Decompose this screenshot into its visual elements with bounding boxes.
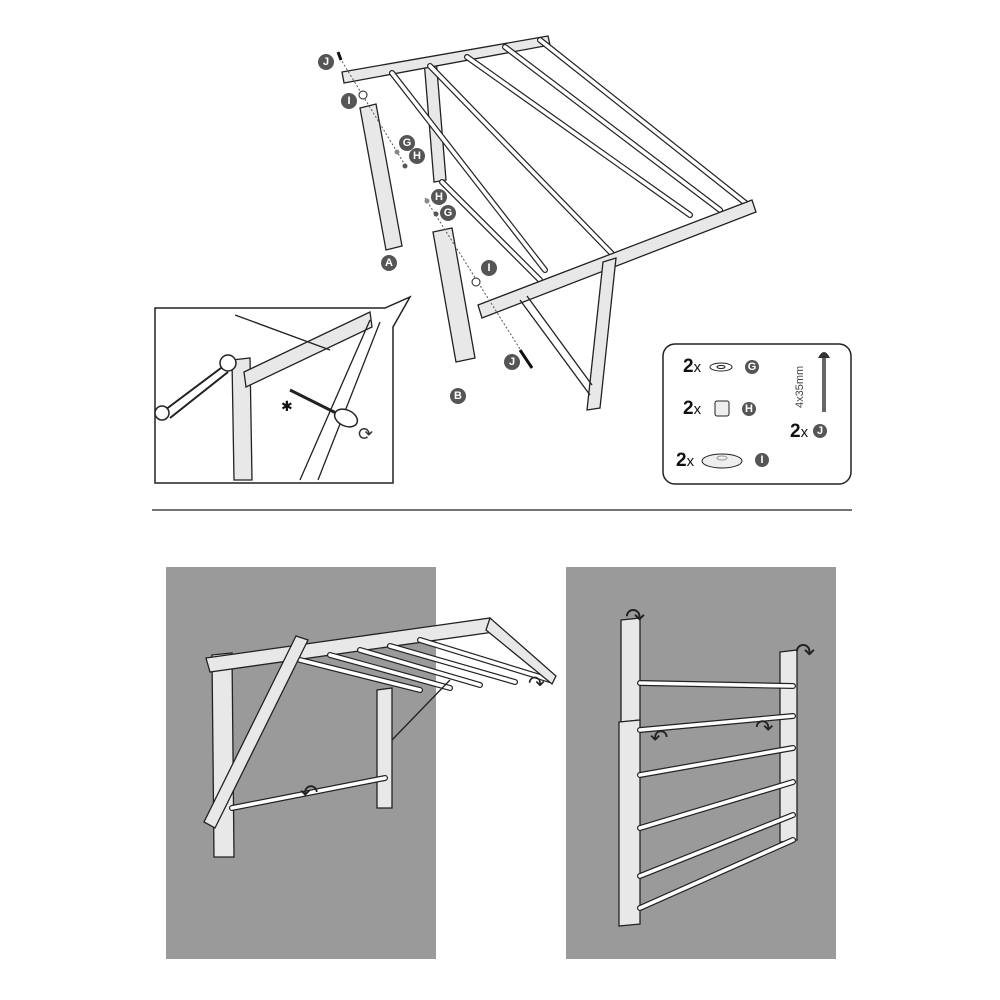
label-g-a: G <box>399 135 415 151</box>
torx-icon: ✱ <box>281 398 293 414</box>
detail-inset: ✱ ⟳ <box>154 295 412 484</box>
svg-text:H: H <box>413 150 421 162</box>
washer-icon <box>709 362 733 372</box>
label-h-b: H <box>431 189 447 205</box>
fold-arrow-icon: ↷ <box>625 604 645 631</box>
part-a-bracket <box>359 103 403 251</box>
svg-text:I: I <box>487 262 490 274</box>
svg-text:G: G <box>444 207 453 219</box>
diagonal-leg <box>203 635 309 829</box>
svg-text:2x: 2x <box>683 356 702 377</box>
svg-text:I: I <box>347 95 350 107</box>
rods <box>389 37 751 283</box>
label-g-b: G <box>440 205 456 221</box>
part-labels: J I G H H G A I J B <box>318 54 520 404</box>
front-leg <box>586 257 617 411</box>
screw-icon <box>822 358 826 412</box>
part-i: 2x I <box>676 450 769 471</box>
svg-text:J: J <box>509 356 515 368</box>
svg-text:2x: 2x <box>683 398 702 419</box>
fold-arrow-icon: ↷ <box>528 673 545 695</box>
fold-arrow-icon: ↷ <box>755 715 773 740</box>
front-rail <box>477 199 757 319</box>
rack-exploded-view <box>336 35 757 411</box>
rotate-icon: ⟳ <box>358 424 373 444</box>
parts-list: 2x G 2x H 2x I 4x35mm 2x J <box>662 343 852 485</box>
rotate-arrow-icon: ↶ <box>300 780 318 805</box>
svg-text:H: H <box>745 403 753 415</box>
nut-icon <box>714 400 730 417</box>
label-a: A <box>381 255 397 271</box>
svg-text:B: B <box>454 390 462 402</box>
rack-open-on-wall: ↶ ↷ <box>166 567 557 959</box>
fold-arrow-icon: ↷ <box>795 639 815 666</box>
svg-text:H: H <box>435 191 443 203</box>
wrench-icon <box>164 364 229 419</box>
large-washer-icon <box>701 453 743 469</box>
svg-text:G: G <box>748 361 757 373</box>
part-h: 2x H <box>683 398 756 419</box>
rack-folded-on-wall: ↷ ↷ ↶ ↷ <box>566 567 836 959</box>
wall <box>166 567 436 959</box>
svg-text:2x: 2x <box>676 450 695 471</box>
part-g: 2x G <box>683 356 759 377</box>
label-i-b: I <box>481 260 497 276</box>
label-j-top: J <box>318 54 334 70</box>
svg-text:4x35mm: 4x35mm <box>794 366 806 408</box>
part-j: 4x35mm 2x J <box>790 352 830 442</box>
svg-text:2x: 2x <box>790 421 809 442</box>
part-b-bracket <box>432 227 476 363</box>
svg-text:J: J <box>817 425 823 437</box>
screwdriver-icon <box>289 388 341 417</box>
label-h-a: H <box>409 148 425 164</box>
svg-text:G: G <box>403 137 412 149</box>
svg-text:I: I <box>760 454 763 466</box>
svg-text:J: J <box>323 56 329 68</box>
label-b: B <box>450 388 466 404</box>
label-j-b: J <box>504 354 520 370</box>
fold-arrow-icon: ↶ <box>650 725 668 750</box>
label-i-top: I <box>341 93 357 109</box>
svg-text:A: A <box>385 257 393 269</box>
